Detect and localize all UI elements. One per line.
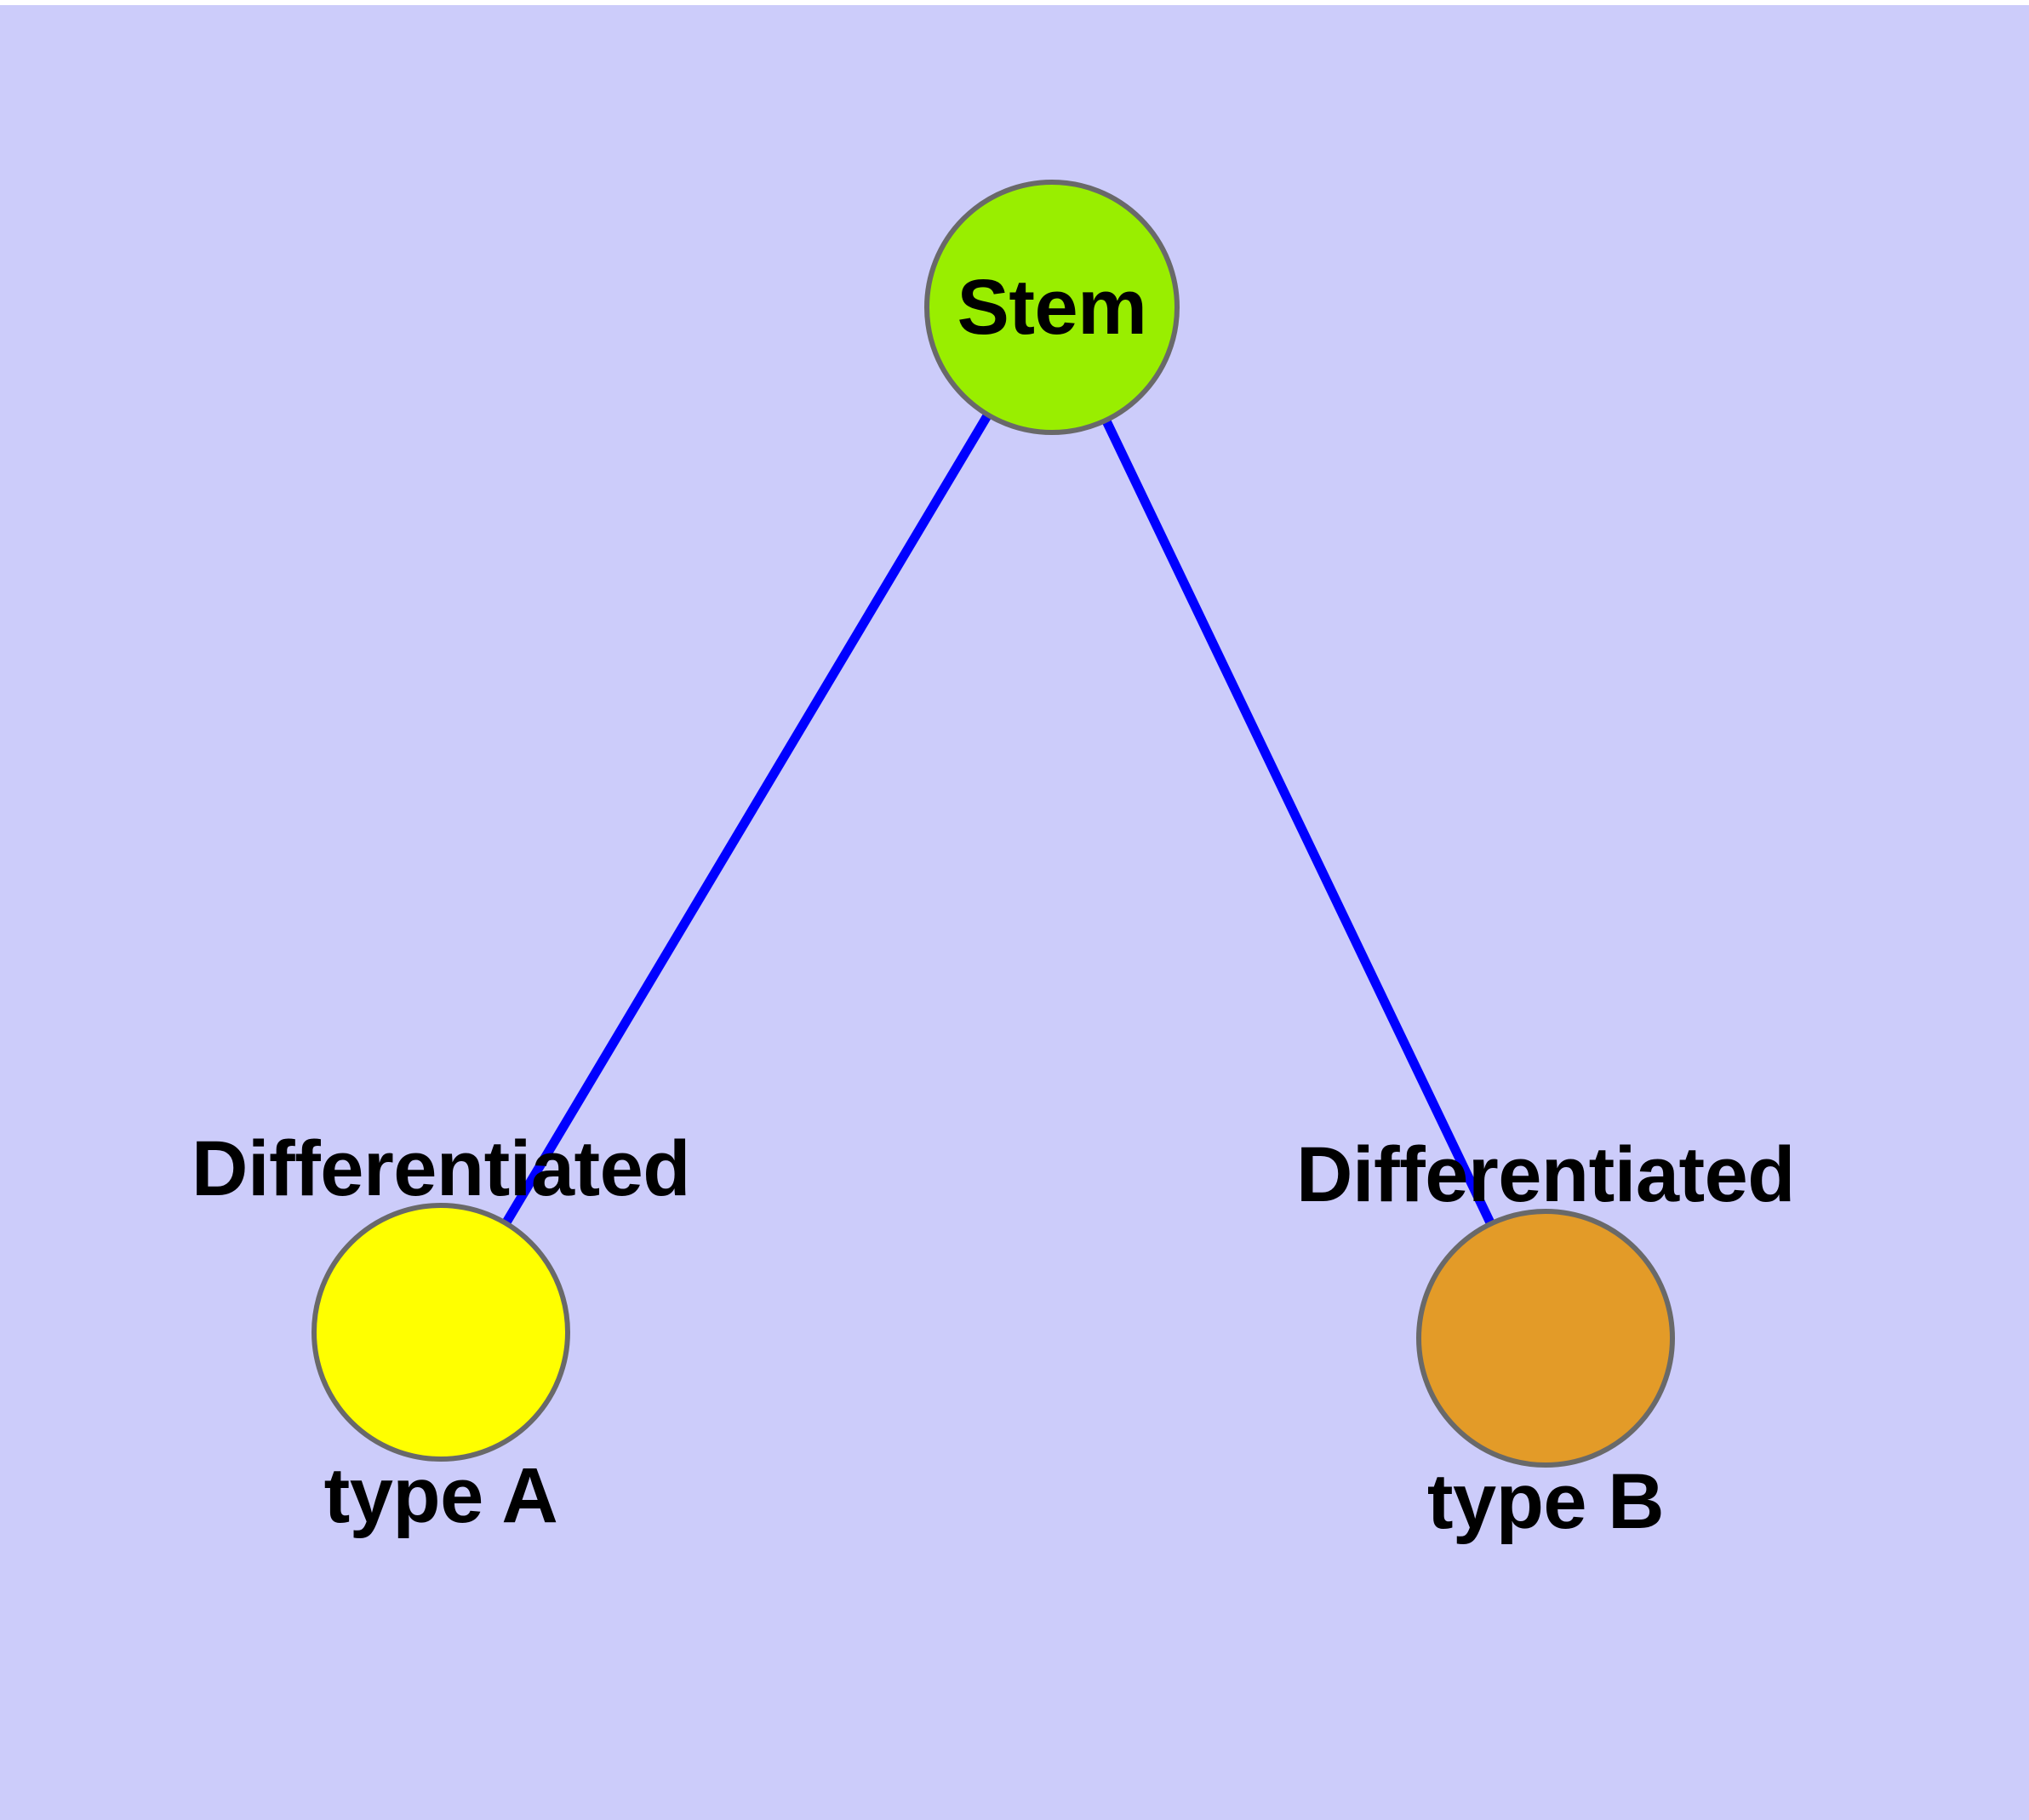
edge-stem-to-diff-a[interactable] [502,413,992,1225]
edge-stem-to-diff-b[interactable] [1101,419,1495,1226]
node-differentiated-type-a[interactable] [311,1203,570,1462]
node-differentiated-type-b[interactable] [1416,1209,1675,1468]
node-layer [311,180,1675,1468]
node-stem[interactable] [924,180,1180,435]
edge-layer [502,413,1495,1226]
